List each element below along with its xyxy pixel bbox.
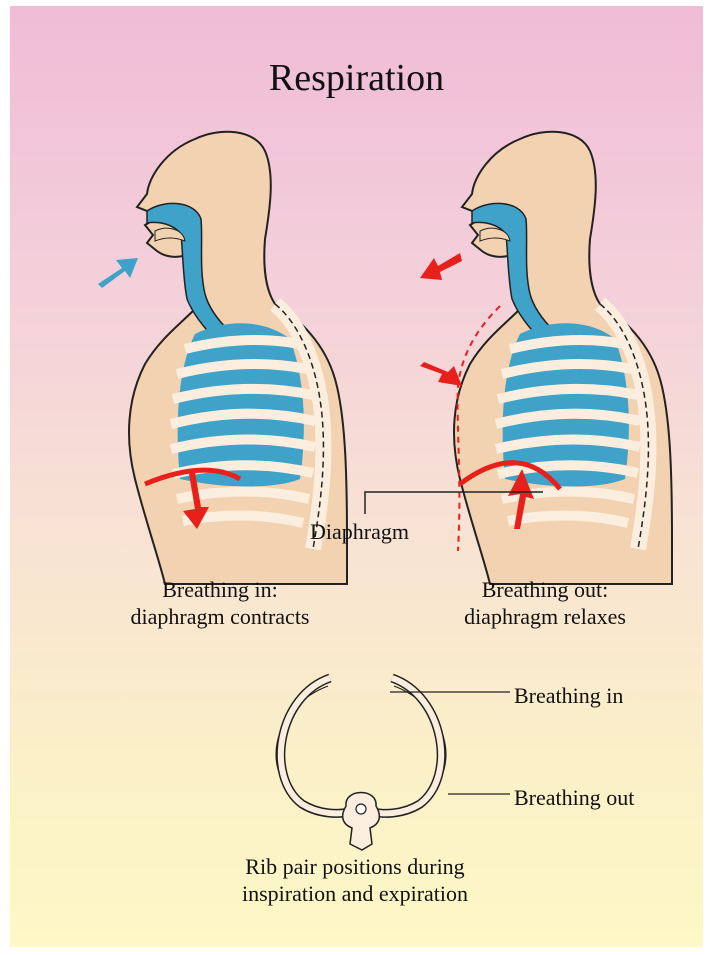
inhale-caption: Breathing in: diaphragm contracts	[105, 576, 335, 630]
chest-inward-arrow	[420, 362, 462, 386]
respiration-poster: Respiration Breathing in: diaphragm cont…	[10, 6, 703, 947]
rib-caption-line1: Rib pair positions during	[190, 853, 520, 880]
inhale-caption-line1: Breathing in:	[105, 576, 335, 603]
exhale-caption-line1: Breathing out:	[430, 576, 660, 603]
rib-caption-line2: inspiration and expiration	[190, 880, 520, 907]
rib-breathing-out-label: Breathing out	[514, 784, 634, 811]
diaphragm-label: Diaphragm	[310, 518, 409, 545]
exhale-air-arrow	[420, 253, 462, 280]
page-title: Respiration	[10, 56, 703, 100]
rib-pair-diagram	[276, 678, 510, 850]
inhale-air-arrow	[98, 258, 138, 288]
exhale-caption: Breathing out: diaphragm relaxes	[430, 576, 660, 630]
exhale-figure	[454, 132, 672, 584]
inhale-figure	[129, 132, 347, 584]
inhale-caption-line2: diaphragm contracts	[105, 603, 335, 630]
exhale-caption-line2: diaphragm relaxes	[430, 603, 660, 630]
rib-breathing-in-label: Breathing in	[514, 682, 623, 709]
rib-diagram-caption: Rib pair positions during inspiration an…	[190, 853, 520, 907]
